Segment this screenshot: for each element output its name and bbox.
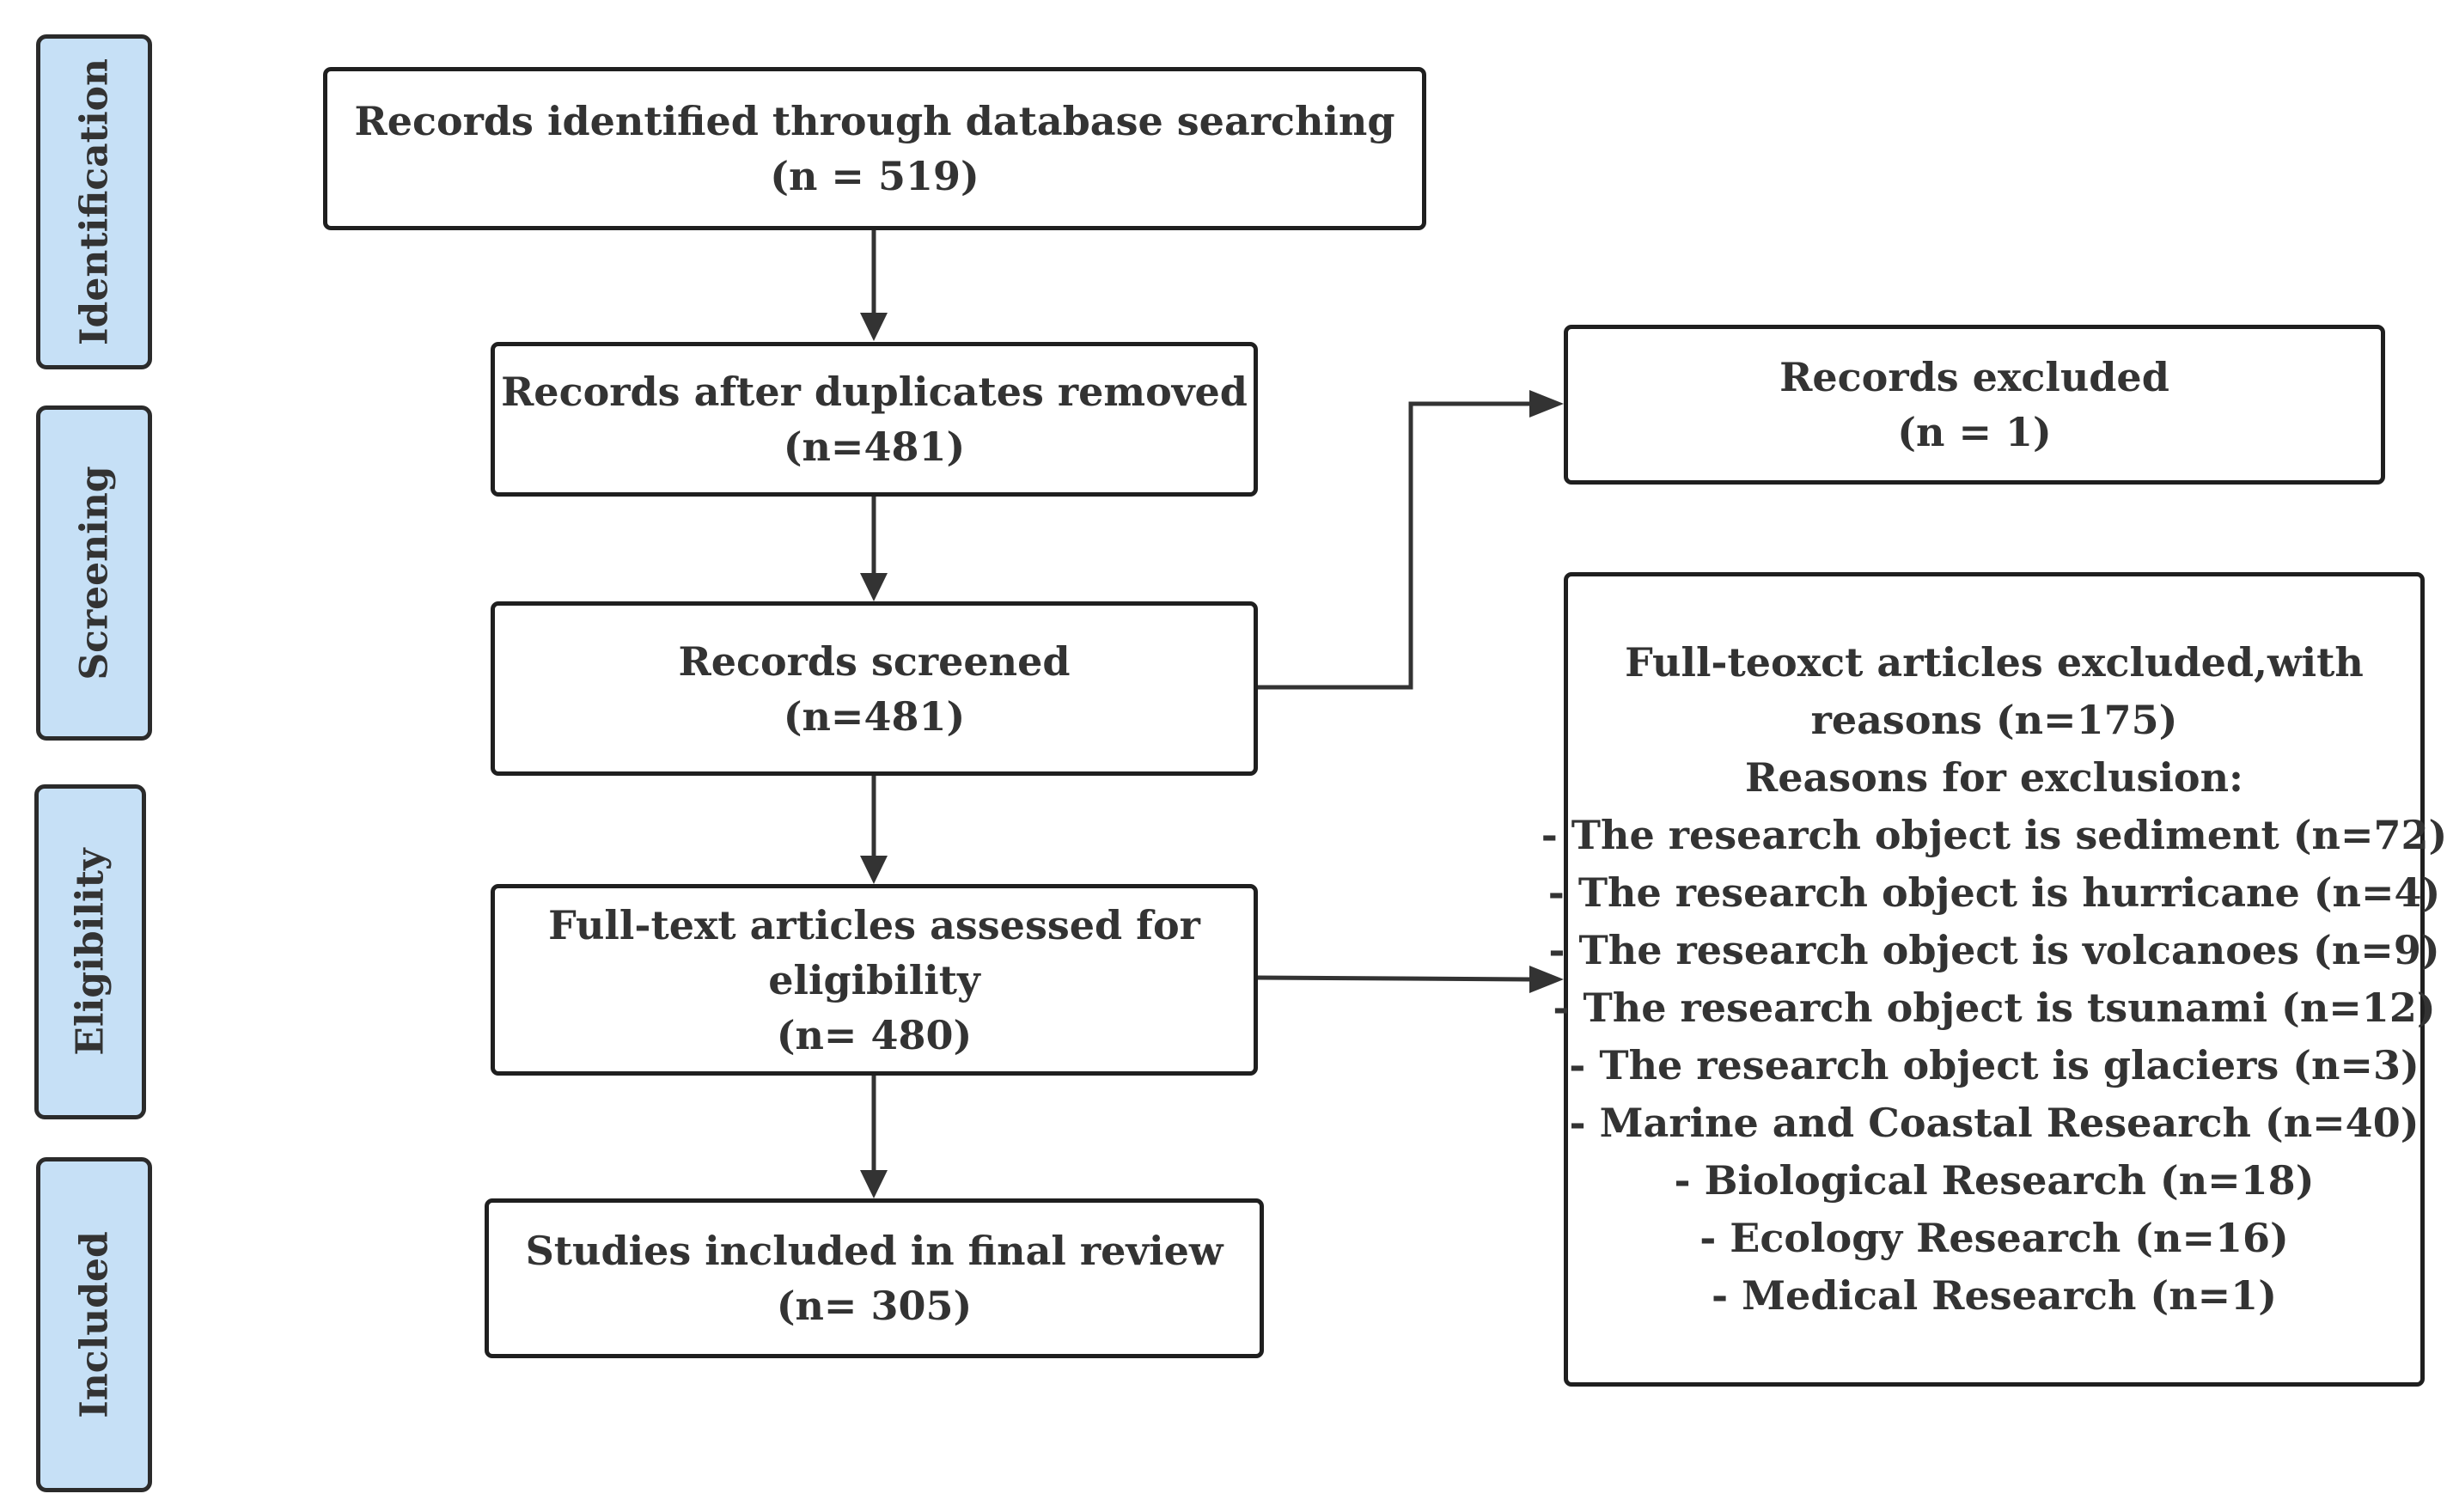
fulltext-excluded-title-1: Full-teoxct articles excluded,with	[1625, 639, 2364, 686]
records-excluded-title: Records excluded	[1779, 354, 2169, 400]
records-screened-title: Records screened	[678, 637, 1071, 685]
fulltext-assessed-count: (n= 480)	[776, 1011, 973, 1058]
exclusion-reason-item: - The research object is sediment (n=72)	[1541, 812, 2447, 858]
exclusion-reason-item: - The research object is hurricane (n=4)	[1547, 869, 2441, 916]
records-deduplicated-title: Records after duplicates removed	[501, 369, 1248, 415]
records-excluded-count: (n = 1)	[1897, 409, 2052, 455]
phase-included: Included	[36, 1157, 152, 1492]
arrow-screened-to-excluded	[1258, 401, 1536, 690]
exclusion-reason-item: - Medical Research (n=1)	[1712, 1272, 2277, 1319]
phase-eligibility: Eligibility	[34, 784, 146, 1119]
arrow-fulltext-to-fulltext-excluded	[1257, 975, 1537, 982]
exclusion-reason-item: - The research object is glaciers (n=3)	[1569, 1042, 2420, 1088]
exclusion-reason-item: - Biological Research (n=18)	[1674, 1157, 2315, 1204]
arrowhead-fulltext-excluded	[1529, 966, 1564, 993]
fulltext-assessed-title-2: eligibility	[768, 956, 980, 1003]
box-records-screened: Records screened (n=481)	[491, 601, 1258, 776]
exclusion-reason-item: - Marine and Coastal Research (n=40)	[1569, 1100, 2420, 1146]
phase-identification: Identification	[36, 34, 152, 369]
arrowhead-deduplicated	[860, 313, 888, 341]
arrowhead-screened	[860, 573, 888, 601]
studies-included-title: Studies included in final review	[525, 1228, 1224, 1274]
exclusion-reason-item: - Ecology Research (n=16)	[1699, 1215, 2289, 1261]
fulltext-assessed-title-1: Full-text articles assessed for	[548, 901, 1200, 948]
box-records-identified: Records identified through database sear…	[323, 67, 1426, 230]
box-fulltext-assessed: Full-text articles assessed for eligibil…	[491, 884, 1258, 1076]
records-identified-title: Records identified through database sear…	[354, 98, 1395, 144]
exclusion-reason-item: - The research object is tsunami (n=12)	[1553, 985, 2436, 1031]
box-records-excluded: Records excluded (n = 1)	[1564, 325, 2385, 485]
box-records-deduplicated: Records after duplicates removed (n=481)	[491, 342, 1258, 497]
exclusion-reasons-heading: Reasons for exclusion:	[1744, 754, 2244, 801]
arrowhead-fulltext	[860, 856, 888, 884]
studies-included-count: (n= 305)	[776, 1283, 973, 1329]
fulltext-excluded-title-2: reasons (n=175)	[1810, 697, 2178, 743]
box-fulltext-excluded: Full-teoxct articles excluded,with reaso…	[1541, 572, 2447, 1387]
box-studies-included: Studies included in final review (n= 305…	[485, 1198, 1264, 1358]
phase-screening: Screening	[36, 405, 152, 741]
arrowhead-records-excluded	[1529, 390, 1564, 418]
arrowhead-included	[860, 1170, 888, 1198]
records-identified-count: (n = 519)	[770, 153, 979, 199]
records-deduplicated-count: (n=481)	[783, 424, 966, 470]
exclusion-reason-item: - The research object is volcanoes (n=9)	[1548, 927, 2440, 973]
records-screened-count: (n=481)	[783, 692, 966, 740]
